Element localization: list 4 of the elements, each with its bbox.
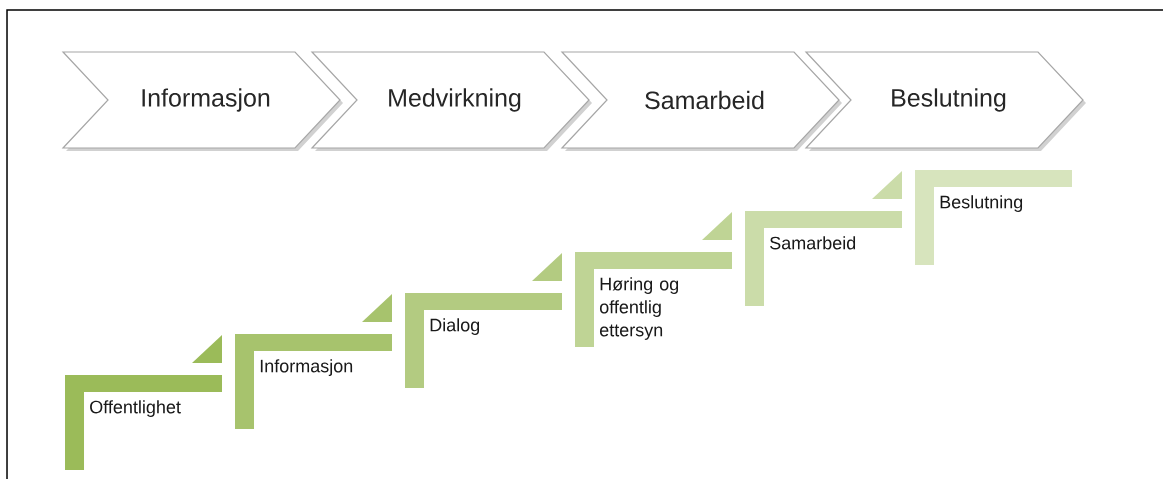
chevron-box: Informasjon [61, 51, 343, 151]
chevron-box: Samarbeid [560, 51, 842, 151]
chevron-box: Medvirkning [310, 51, 592, 151]
chevron-box: Beslutning [804, 51, 1086, 151]
